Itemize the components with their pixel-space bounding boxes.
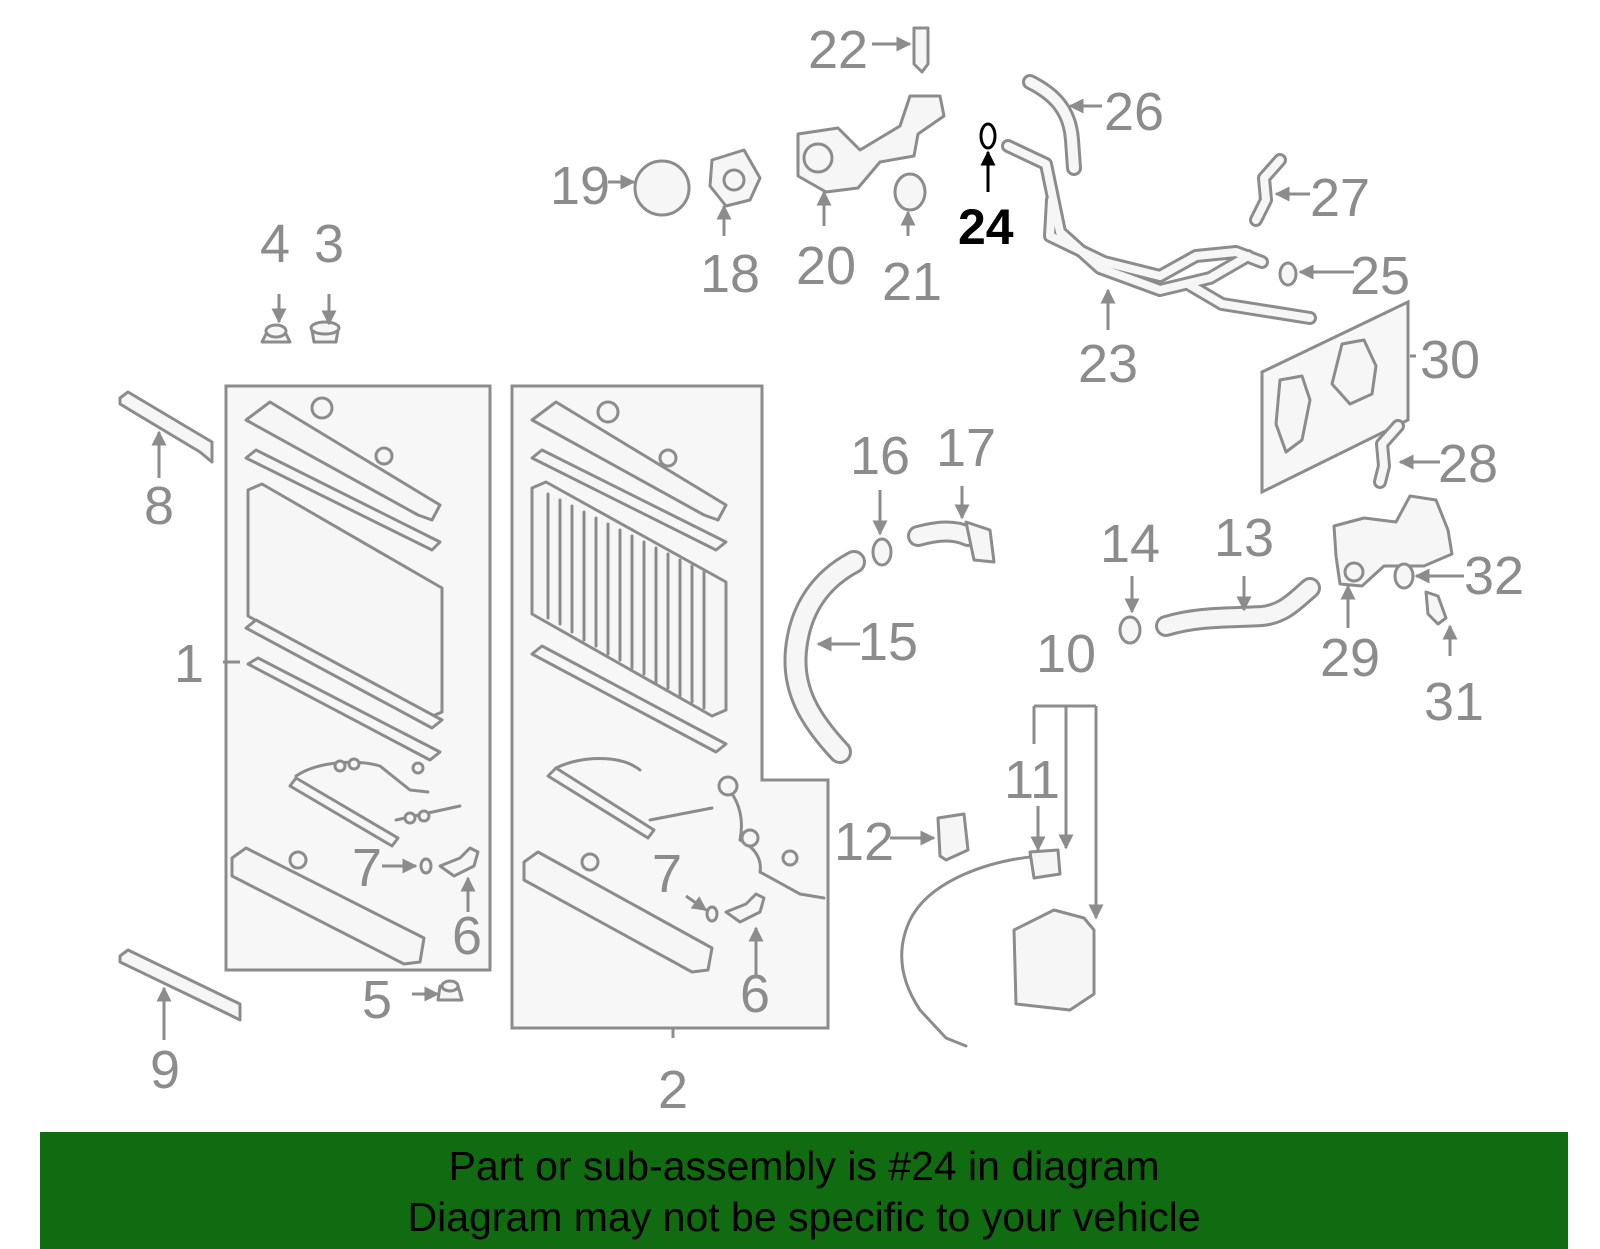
callout-27: 27 [1310, 168, 1370, 228]
callout-31: 31 [1424, 672, 1484, 732]
callout-26: 26 [1104, 82, 1164, 142]
callout-10: 10 [1036, 624, 1096, 684]
callout-3: 3 [314, 214, 344, 274]
part-29 [1332, 494, 1454, 588]
part-15 [786, 553, 863, 761]
callout-25: 25 [1350, 246, 1410, 306]
callout-5: 5 [362, 970, 392, 1030]
callout-17: 17 [936, 418, 996, 478]
part-32 [1393, 562, 1415, 590]
banner-line-part: Part or sub-assembly is #24 in diagram [448, 1143, 1160, 1189]
callout-24-highlighted: 24 [958, 199, 1014, 255]
info-banner: Part or sub-assembly is #24 in diagram D… [40, 1132, 1568, 1249]
part-19 [633, 159, 691, 217]
callout-29: 29 [1320, 628, 1380, 688]
callout-13: 13 [1214, 508, 1274, 568]
part-27 [1252, 156, 1284, 224]
callout-7b: 7 [652, 844, 682, 904]
callout-19: 19 [550, 156, 610, 216]
part-24 [979, 122, 997, 150]
callout-32: 32 [1464, 546, 1524, 606]
radiator-assembly-2 [510, 384, 830, 1030]
part-23 [1004, 142, 1252, 294]
callout-30: 30 [1420, 330, 1480, 390]
callout-8: 8 [144, 476, 174, 536]
callout-11: 11 [1004, 750, 1060, 810]
callout-9: 9 [150, 1040, 180, 1100]
callout-4: 4 [260, 214, 290, 274]
part-11 [1028, 848, 1062, 880]
callout-20: 20 [796, 236, 856, 296]
callout-2: 2 [658, 1060, 688, 1120]
part-13 [1158, 580, 1318, 634]
part-26 [1025, 77, 1079, 173]
part-16 [871, 537, 893, 567]
callout-12: 12 [834, 812, 894, 872]
callout-6b: 6 [740, 964, 770, 1024]
part-8 [118, 390, 214, 464]
part-21 [893, 172, 927, 212]
callout-23: 23 [1078, 334, 1138, 394]
callout-28: 28 [1438, 434, 1498, 494]
part-10 [1012, 908, 1096, 1012]
part-25 [1278, 261, 1298, 287]
part-22 [912, 26, 930, 74]
part-17 [910, 523, 976, 544]
callout-6a: 6 [452, 906, 482, 966]
part-14 [1118, 615, 1142, 645]
part-12 [936, 812, 970, 862]
callout-21: 21 [882, 252, 942, 312]
part-31 [1424, 590, 1448, 626]
callout-14: 14 [1100, 514, 1160, 574]
radiator-assembly-1 [224, 384, 492, 972]
part-9 [118, 948, 242, 1022]
callout-22: 22 [808, 20, 868, 80]
part-28 [1376, 422, 1402, 486]
callout-15: 15 [858, 612, 918, 672]
callout-18: 18 [700, 244, 760, 304]
callout-16: 16 [850, 426, 910, 486]
callout-7a: 7 [352, 838, 382, 898]
callout-labels: 1 2 3 4 5 6 6 7 7 8 9 10 11 12 13 14 15 … [144, 20, 1524, 1120]
banner-line-disclaimer: Diagram may not be specific to your vehi… [407, 1194, 1201, 1240]
callout-1: 1 [174, 634, 204, 694]
